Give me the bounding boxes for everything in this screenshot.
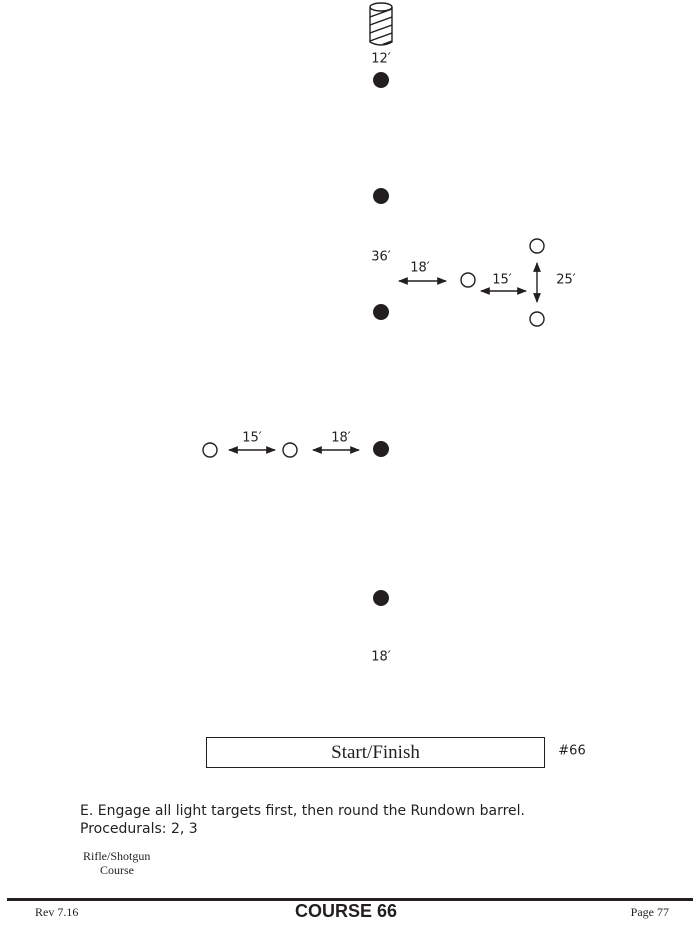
dark-target <box>373 188 389 204</box>
category-line-1: Rifle/Shotgun <box>83 849 151 863</box>
dark-target <box>373 590 389 606</box>
start-finish-label: Start/Finish <box>331 741 420 763</box>
center-distance-label: 36′ <box>371 249 391 265</box>
light-target <box>529 238 545 254</box>
bottom-distance-label: 18′ <box>371 649 391 665</box>
vertical-distance-label: 25′ <box>556 272 576 288</box>
category-line-2: Course <box>100 863 134 877</box>
light-target <box>529 311 545 327</box>
page-number: Page 77 <box>630 905 669 919</box>
instruction-text: E. Engage all light targets first, then … <box>80 803 526 819</box>
light-target <box>282 442 298 458</box>
dark-target <box>373 304 389 320</box>
right-distance-label-1: 18′ <box>410 260 430 276</box>
course-title: COURSE 66 <box>294 901 398 921</box>
start-finish-box: Start/Finish <box>206 737 545 768</box>
dark-target <box>373 441 389 457</box>
light-target <box>460 272 476 288</box>
left-distance-label-2: 18′ <box>331 430 351 446</box>
right-distance-label-2: 15′ <box>492 272 512 288</box>
course-number: #66 <box>558 743 586 759</box>
footer-divider <box>7 898 693 901</box>
light-target <box>202 442 218 458</box>
barrel-icon <box>369 2 393 46</box>
left-distance-label-1: 15′ <box>242 430 262 446</box>
barrel-distance-label: 12′ <box>371 51 391 67</box>
revision-label: Rev 7.16 <box>35 905 79 919</box>
dark-target <box>373 72 389 88</box>
procedurals-text: Procedurals: 2, 3 <box>80 821 198 837</box>
